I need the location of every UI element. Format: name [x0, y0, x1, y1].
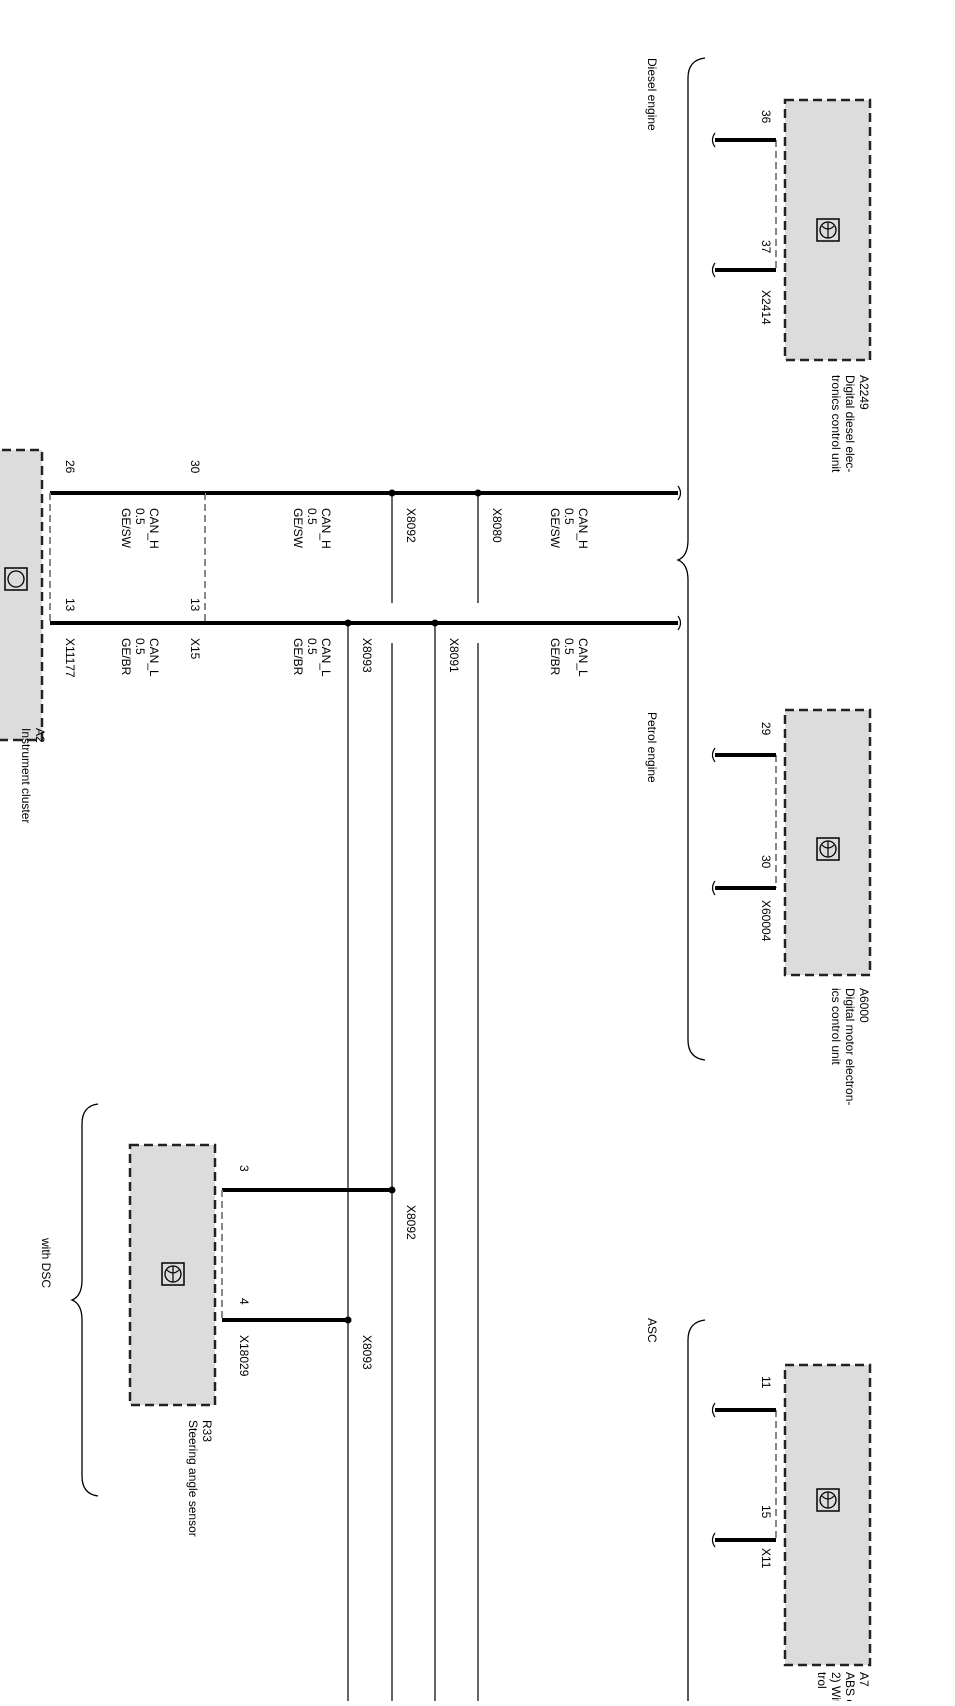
r33-connector-label: X18029 — [237, 1335, 251, 1377]
svg-text:CAN_L: CAN_L — [147, 638, 161, 677]
svg-text:CAN_H: CAN_H — [147, 508, 161, 549]
svg-text:3: 3 — [237, 1165, 251, 1172]
svg-text:0.5: 0.5 — [305, 508, 319, 525]
can-l-label-mid: CAN_L 0.5 GE/BR — [291, 638, 333, 677]
x15-connector-label: X15 — [188, 638, 202, 660]
can-h-label-mid: CAN_H 0.5 GE/SW — [291, 508, 333, 549]
svg-text:0.5: 0.5 — [562, 638, 576, 655]
x11177-connector-label: X11177 — [63, 638, 77, 678]
dsc-brace — [70, 1103, 99, 1497]
svg-text:0.5: 0.5 — [133, 638, 147, 655]
a2249-desc-2: tronics control unit — [829, 375, 843, 473]
a7-control-unit: 11 15 X11 A7 ABS co 2) With trol — [759, 1363, 872, 1706]
diesel-engine-label: Diesel engine — [645, 58, 659, 131]
ecu-symbol-icon — [816, 837, 840, 861]
splice-x8092-label: X8092 — [404, 508, 418, 543]
a2249-connector-label: X2414 — [759, 290, 773, 325]
a7-desc-1: ABS co — [843, 1672, 857, 1701]
a2-desc-1: Instrument cluster — [19, 728, 33, 823]
svg-text:30: 30 — [188, 460, 202, 474]
a2-id: A2 — [33, 728, 47, 743]
dsc-label: with DSC — [39, 1237, 53, 1288]
svg-text:13: 13 — [63, 598, 77, 612]
splice-x8080-label: X8080 — [490, 508, 504, 543]
svg-text:26: 26 — [63, 460, 77, 474]
splice-x8093-label: X8093 — [360, 638, 374, 673]
a7-desc-3: trol — [815, 1672, 829, 1689]
a2249-control-unit: 36 37 X2414 A2249 Digital diesel elec- t… — [759, 98, 872, 473]
splice-x8093-label-r33: X8093 — [360, 1335, 374, 1370]
can-h-label-top: CAN_H 0.5 GE/SW — [548, 508, 590, 549]
petrol-engine-label: Petrol engine — [645, 712, 659, 783]
sensor-symbol-icon — [161, 1262, 185, 1286]
svg-text:CAN_L: CAN_L — [319, 638, 333, 677]
a6000-id: A6000 — [857, 988, 871, 1023]
a7-connector-label: X11 — [759, 1548, 773, 1569]
svg-text:4: 4 — [237, 1298, 251, 1305]
splice-x8091-label: X8091 — [447, 638, 461, 673]
ecu-symbol-icon — [816, 1488, 840, 1512]
r33-steering-angle-sensor: 3 4 X18029 R33 Steering angle sensor — [128, 1143, 251, 1537]
r33-desc-1: Steering angle sensor — [186, 1420, 200, 1537]
svg-text:GE/BR: GE/BR — [291, 638, 305, 676]
svg-text:30: 30 — [759, 855, 773, 869]
svg-text:0.5: 0.5 — [305, 638, 319, 655]
a6000-desc-1: Digital motor electron- — [843, 988, 857, 1105]
svg-text:GE/SW: GE/SW — [291, 508, 305, 549]
svg-text:CAN_H: CAN_H — [319, 508, 333, 549]
diesel-engine-brace — [676, 57, 706, 1061]
can-l-label-top: CAN_L 0.5 GE/BR — [548, 638, 590, 677]
a7-id: A7 — [857, 1672, 871, 1687]
a2-instrument-cluster: A2 Instrument cluster — [0, 448, 47, 823]
can-h-label-bottom: CAN_H 0.5 GE/SW — [119, 508, 161, 549]
svg-text:CAN_L: CAN_L — [576, 638, 590, 677]
a2249-desc-1: Digital diesel elec- — [843, 375, 857, 472]
svg-text:0.5: 0.5 — [562, 508, 576, 525]
svg-text:CAN_H: CAN_H — [576, 508, 590, 549]
svg-text:13: 13 — [188, 598, 202, 612]
svg-text:GE/BR: GE/BR — [548, 638, 562, 676]
a7-desc-2: 2) With — [829, 1672, 843, 1701]
a6000-connector-label: X60004 — [759, 900, 773, 942]
svg-text:15: 15 — [759, 1505, 773, 1519]
svg-text:GE/SW: GE/SW — [119, 508, 133, 549]
svg-text:0.5: 0.5 — [133, 508, 147, 525]
ecu-symbol-icon — [816, 218, 840, 242]
a6000-control-unit: 29 30 X60004 A6000 Digital motor electro… — [759, 708, 872, 1105]
svg-text:11: 11 — [759, 1376, 773, 1389]
a2249-id: A2249 — [857, 375, 871, 410]
asc-label: ASC — [645, 1318, 659, 1343]
svg-text:29: 29 — [759, 722, 773, 736]
ecu-symbol-icon — [4, 567, 28, 591]
can-l-label-bottom: CAN_L 0.5 GE/BR — [119, 638, 161, 677]
r33-id: R33 — [200, 1420, 214, 1442]
svg-text:37: 37 — [759, 240, 773, 254]
asc-brace — [687, 1319, 706, 1701]
splice-x8092-label-r33: X8092 — [404, 1205, 418, 1240]
svg-text:GE/BR: GE/BR — [119, 638, 133, 676]
svg-text:36: 36 — [759, 110, 773, 124]
svg-text:GE/SW: GE/SW — [548, 508, 562, 549]
a6000-desc-2: ics control unit — [829, 988, 843, 1065]
